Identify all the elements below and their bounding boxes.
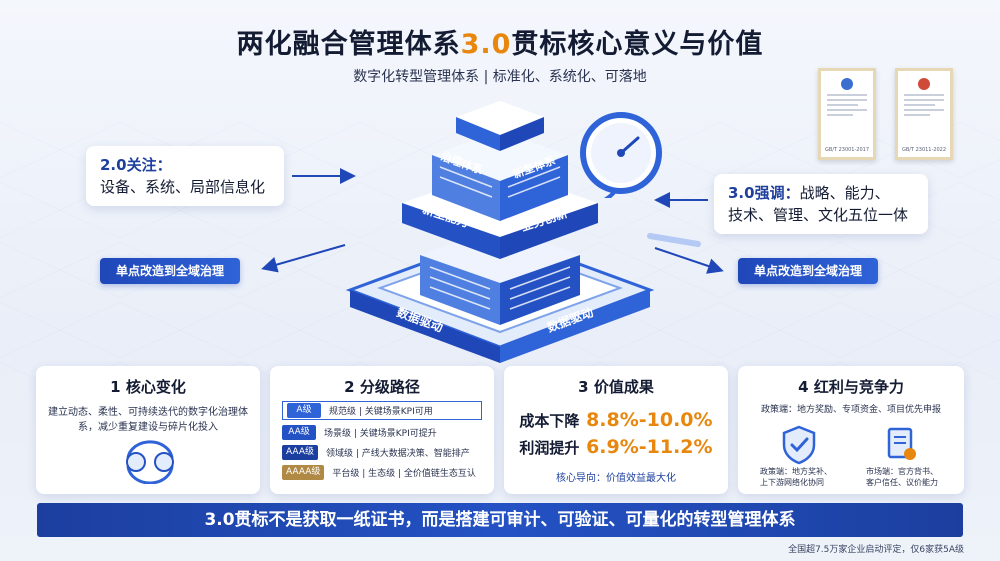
level-row: AAA级 领域级 | 产线大数据决策、智能排产 — [282, 445, 482, 460]
callout-3-0: 3.0强调：战略、能力、 技术、管理、文化五位一体 — [714, 174, 928, 234]
level-row: A级 规范级 | 关键场景KPI可用 — [282, 401, 482, 420]
card-core-change: 1 核心变化 建立动态、柔性、可持续迭代的数字化治理体系，减少重复建设与碎片化投… — [36, 366, 260, 494]
level-text: 规范级 | 关键场景KPI可用 — [329, 407, 433, 417]
level-badge: AAAA级 — [282, 465, 325, 480]
title-version: 3.0 — [460, 29, 512, 60]
card-title: 4 红利与竞争力 — [798, 378, 904, 396]
benefit-caption-right: 市场端：官方背书、 客户信任、议价能力 — [866, 467, 938, 487]
profit-increase: 利润提升 6.9%-11.2% — [516, 434, 716, 461]
level-text: 平台级 | 生态级 | 全价值链生态互认 — [332, 469, 476, 479]
certificate-code: GB/T 23001-2017 — [824, 147, 870, 153]
level-row: AAAA级 平台级 | 生态级 | 全价值链生态互认 — [282, 465, 482, 480]
card-value-results: 3 价值成果 成本下降 8.8%-10.0% 利润提升 6.9%-11.2% 核… — [504, 366, 728, 494]
card-level-path: 2 分级路径 A级 规范级 | 关键场景KPI可用 AA级 场景级 | 关键场景… — [270, 366, 494, 494]
title-main: 两化融合管理体系 — [236, 29, 461, 60]
callout-2-0: 2.0关注： 设备、系统、局部信息化 — [86, 146, 284, 206]
pill-right: 单点改造到全域治理 — [738, 258, 879, 284]
callout-highlight: 3.0强调： — [728, 184, 800, 202]
document-badge-icon — [887, 427, 916, 460]
title-rest: 贯标核心意义与价值 — [511, 29, 764, 60]
card-title: 3 价值成果 — [578, 378, 654, 396]
card-benefits: 4 红利与竞争力 政策端：地方奖励、专项资金、项目优先申报 政策端：地方奖补、 … — [738, 366, 964, 494]
certificate-2: GB/T 23011-2022 — [895, 68, 953, 160]
level-badge: AAA级 — [282, 445, 318, 460]
value-number: 6.9%-11.2% — [586, 436, 713, 458]
benefit-caption-left: 政策端：地方奖补、 上下游网络化协同 — [760, 467, 832, 487]
certificate-code: GB/T 23011-2022 — [901, 147, 947, 153]
shield-check-icon — [782, 425, 816, 465]
architecture-building: 战略目标 治理体系 新型体系 新型能力 业务创新 数据驱动 数据驱动 — [340, 95, 660, 365]
arrow-icon — [654, 247, 724, 274]
value-label: 利润提升 — [519, 439, 580, 457]
seal-icon — [918, 78, 930, 90]
callout-text: 设备、系统、局部信息化 — [100, 178, 266, 196]
card-title: 2 分级路径 — [344, 378, 420, 396]
footnote: 全国超7.5万家企业启动评定，仅6家获5A级 — [788, 545, 964, 555]
card-text: 政策端：地方奖励、专项资金、项目优先申报 — [760, 405, 941, 415]
level-text: 领域级 | 产线大数据决策、智能排产 — [325, 449, 470, 459]
level-badge: A级 — [287, 403, 321, 418]
value-number: 8.8%-10.0% — [586, 409, 713, 431]
gauge-icon — [580, 112, 662, 198]
value-label: 成本下降 — [519, 412, 580, 430]
level-row: AA级 场景级 | 关键场景KPI可提升 — [282, 425, 482, 440]
level-badge: AA级 — [282, 425, 316, 440]
page-subtitle: 数字化转型管理体系 | 标准化、系统化、可落地 — [353, 69, 647, 85]
bottom-banner: 3.0贯标不是获取一纸证书，而是搭建可审计、可验证、可量化的转型管理体系 — [37, 503, 963, 537]
callout-highlight: 2.0关注： — [100, 156, 172, 174]
certificate-1: GB/T 23001-2017 — [818, 68, 876, 160]
value-note: 核心导向：价值效益最大化 — [556, 473, 676, 484]
page-title: 两化融合管理体系3.0贯标核心意义与价值 — [0, 22, 1000, 61]
card-text: 建立动态、柔性、可持续迭代的数字化治理体系，减少重复建设与碎片化投入 — [48, 407, 248, 433]
cost-reduction: 成本下降 8.8%-10.0% — [516, 407, 716, 434]
card-title: 1 核心变化 — [110, 378, 186, 396]
cycle-icon — [126, 440, 174, 484]
callout-text: 技术、管理、文化五位一体 — [728, 206, 909, 224]
pill-left: 单点改造到全域治理 — [100, 258, 241, 284]
level-text: 场景级 | 关键场景KPI可提升 — [324, 429, 437, 439]
arrow-icon — [261, 244, 346, 273]
callout-text: 战略、能力、 — [799, 184, 890, 202]
seal-icon — [841, 78, 853, 90]
